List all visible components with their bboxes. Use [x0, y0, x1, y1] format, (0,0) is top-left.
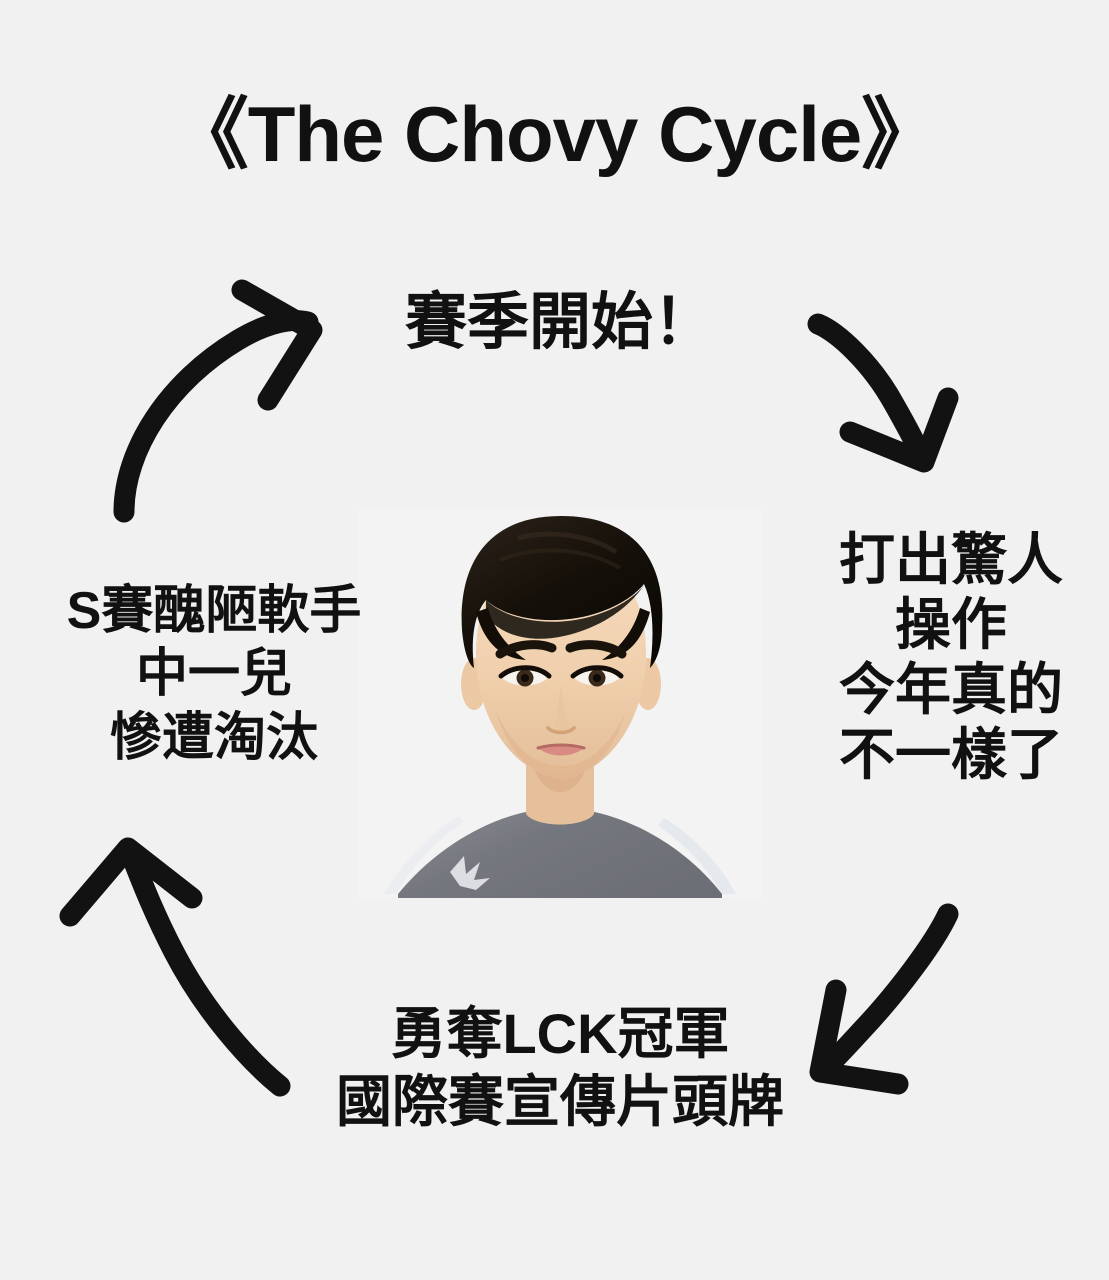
portrait-illustration [358, 508, 762, 898]
curved-arrow-down-right-icon [807, 313, 959, 473]
cycle-node-lck-champion: 勇奪LCK冠軍 國際賽宣傳片頭牌 [336, 1002, 784, 1134]
cycle-node-amazing-plays: 打出驚人 操作 今年真的 不一樣了 [839, 528, 1063, 786]
curved-arrow-up-right-icon [113, 279, 323, 523]
player-portrait [358, 508, 762, 898]
cycle-node-worlds-exit: S賽醜陋軟手 中一兒 慘遭淘汰 [66, 582, 362, 767]
cycle-node-season-start: 賽季開始！ [404, 288, 715, 357]
page-title: 《The Chovy Cycle》 [170, 90, 940, 178]
